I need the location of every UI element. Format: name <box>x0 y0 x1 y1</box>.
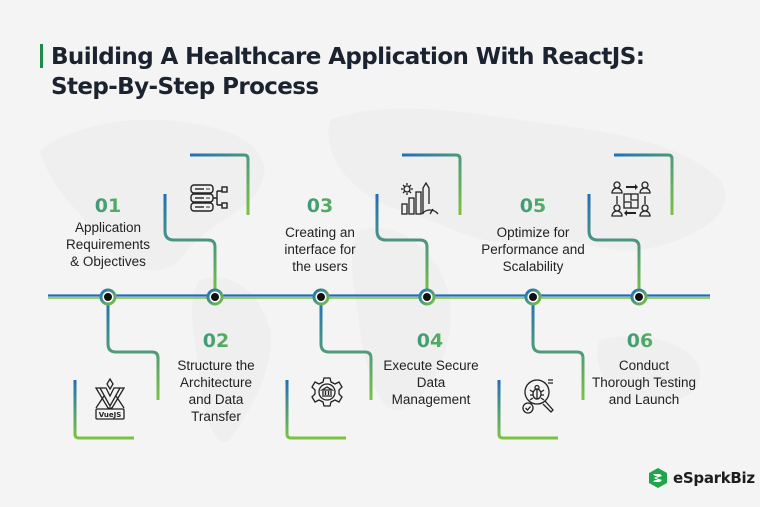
timeline-node <box>524 288 542 306</box>
step-1-line: Requirements <box>65 237 151 252</box>
step-1-text: Application Requirements & Objectives <box>58 219 158 270</box>
step-2-line: Structure the <box>177 358 255 373</box>
connector-step-1 <box>163 194 217 296</box>
step-2-line: Transfer <box>191 409 241 424</box>
step-2-number: 02 <box>186 330 246 352</box>
step-2-line: and Data <box>188 392 244 407</box>
step-6-line: Conduct <box>618 358 670 373</box>
icon-frame-step-4 <box>285 380 346 440</box>
connector-step-2 <box>106 297 160 400</box>
step-4-line: Management <box>391 392 471 407</box>
server-network-icon <box>190 184 228 212</box>
performance-chart-gear-icon <box>401 182 439 215</box>
step-2-line: Architecture <box>179 375 253 390</box>
brand-logo: eSparkBiz <box>648 467 755 489</box>
title-line-2: Step-By-Step Process <box>51 74 319 100</box>
icon-frame-step-1 <box>190 153 250 215</box>
step-5-line: Optimize for <box>496 225 570 240</box>
brand-name: eSparkBiz <box>673 469 755 487</box>
step-3-line: interface for <box>284 242 356 257</box>
step-5-line: Performance and <box>481 242 585 257</box>
step-1-number: 01 <box>78 195 138 217</box>
connector-step-5 <box>587 194 641 296</box>
title-line-1: Building A Healthcare Application With R… <box>51 44 645 70</box>
step-4-line: Execute Secure <box>383 358 479 373</box>
step-2-text: Structure the Architecture and Data Tran… <box>161 357 271 425</box>
timeline-node <box>418 288 436 306</box>
timeline-axis <box>48 294 710 299</box>
step-5-text: Optimize for Performance and Scalability <box>473 224 593 275</box>
step-3-line: Creating an <box>285 225 355 240</box>
step-3-text: Creating an interface for the users <box>265 224 375 275</box>
connector-step-4 <box>319 297 373 400</box>
step-5-line: Scalability <box>502 259 564 274</box>
step-6-line: Thorough Testing <box>591 375 697 390</box>
vuejs-logo-icon: VueJS <box>94 378 126 420</box>
step-4-number: 04 <box>400 330 460 352</box>
step-3-line: the users <box>292 259 348 274</box>
step-6-text: Conduct Thorough Testing and Launch <box>584 357 704 408</box>
step-4-text: Execute Secure Data Management <box>372 357 490 408</box>
step-5-number: 05 <box>503 195 563 217</box>
step-6-number: 06 <box>610 330 670 352</box>
team-collaboration-puzzle-icon <box>611 181 651 217</box>
icon-frame-step-3 <box>402 153 462 215</box>
timeline-node <box>630 288 648 306</box>
icon-frame-step-2 <box>73 380 134 440</box>
bug-search-icon <box>522 379 554 414</box>
step-1-line: Application <box>74 220 142 235</box>
page-title: Building A Healthcare Application With R… <box>51 42 645 102</box>
timeline-node <box>206 288 224 306</box>
timeline-node <box>99 288 117 306</box>
esparkbiz-logo-icon <box>649 468 667 488</box>
step-6-line: and Launch <box>608 392 680 407</box>
gear-bank-icon <box>311 377 343 407</box>
step-1-line: & Objectives <box>70 254 146 269</box>
svg-text:VueJS: VueJS <box>99 411 122 419</box>
step-3-number: 03 <box>290 195 350 217</box>
title-accent-bar <box>40 44 43 68</box>
connector-step-6 <box>531 297 585 400</box>
connector-step-3 <box>375 194 429 296</box>
step-4-line: Data <box>416 375 446 390</box>
icon-frame-step-5 <box>614 153 674 215</box>
title-block: Building A Healthcare Application With R… <box>40 42 645 102</box>
icon-frame-step-6 <box>497 380 558 440</box>
timeline-node <box>312 288 330 306</box>
